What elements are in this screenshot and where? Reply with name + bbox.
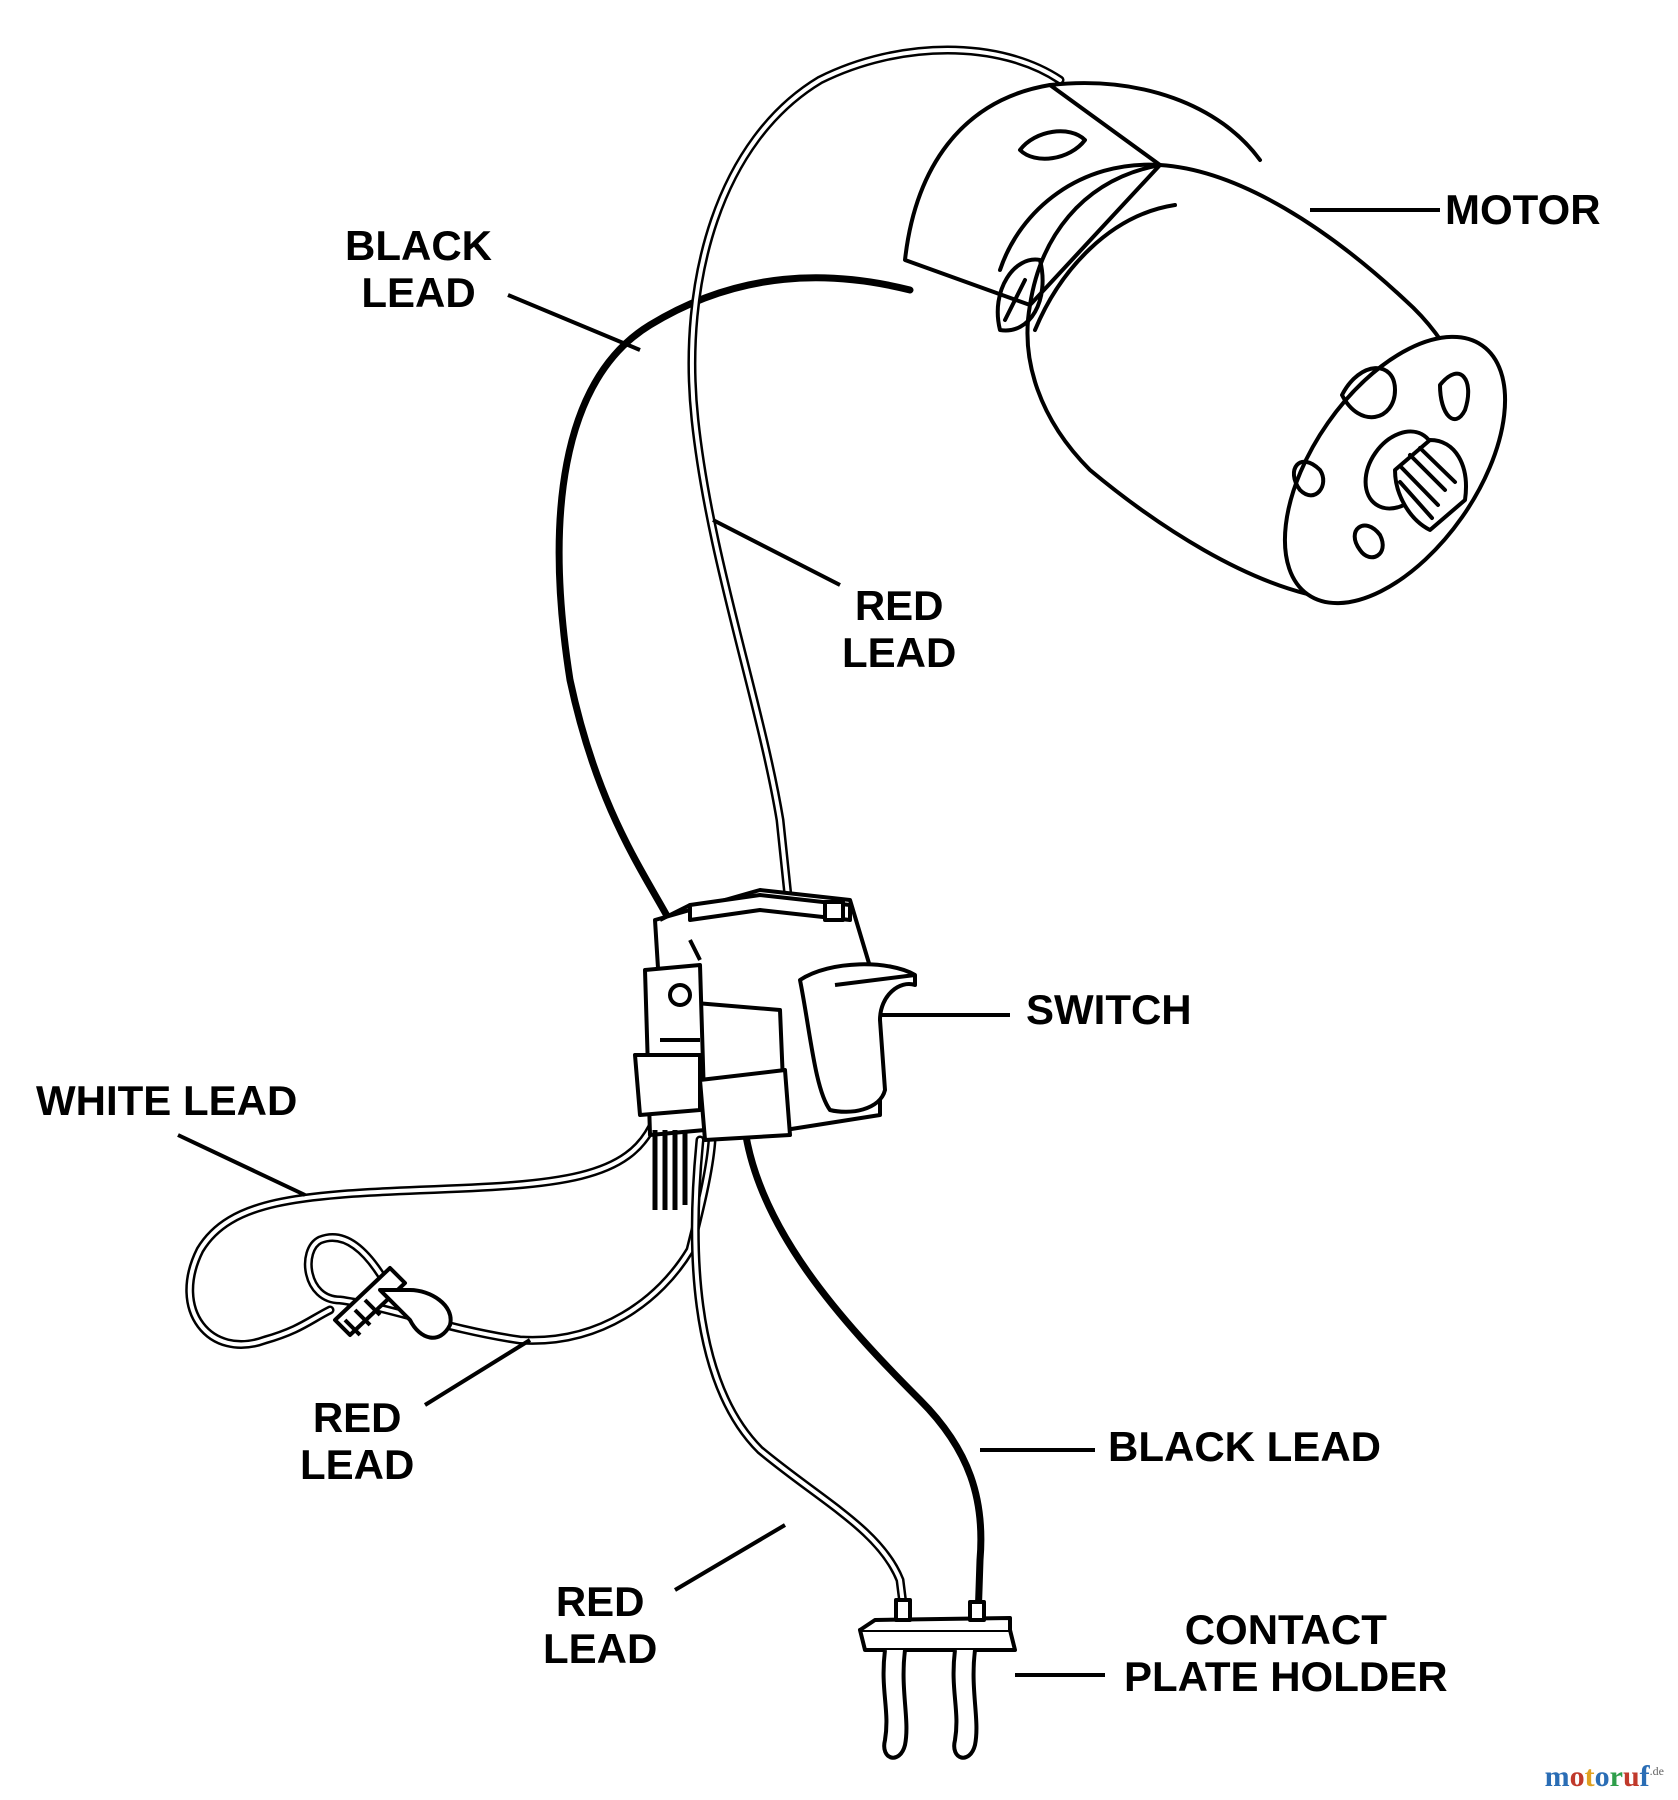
motor <box>903 81 1508 606</box>
switch-label: SWITCH <box>1026 986 1192 1033</box>
motor-label: MOTOR <box>1445 186 1601 233</box>
label-line: LEAD <box>361 269 476 316</box>
watermark-letter: r <box>1609 1760 1623 1793</box>
watermark-letter: t <box>1584 1760 1595 1793</box>
watermark-letter: f <box>1639 1760 1650 1793</box>
label-line: PLATE HOLDER <box>1124 1653 1448 1700</box>
red-lead-wire-bottom <box>690 1135 910 1625</box>
watermark-suffix: .de <box>1649 1764 1664 1778</box>
lamp <box>333 1266 453 1340</box>
contact-plate-holder <box>858 1598 1017 1760</box>
watermark-letter: o <box>1569 1760 1585 1793</box>
white-lead-leader <box>177 1133 306 1197</box>
red-lead-left-leader <box>423 1338 532 1407</box>
white-lead-label: WHITE LEAD <box>36 1077 298 1124</box>
label-line: RED <box>555 1578 645 1625</box>
red-lead-top-leader <box>712 518 841 587</box>
label-line: LEAD <box>543 1625 658 1672</box>
red-lead-left-label: RED LEAD <box>300 1394 414 1488</box>
label-line: LEAD <box>300 1441 415 1488</box>
watermark-letters: motoruf <box>1545 1760 1650 1793</box>
label-line: RED <box>312 1394 402 1441</box>
black-lead-top-label: BLACK LEAD <box>345 222 492 316</box>
label-line: RED <box>854 582 944 629</box>
red-lead-bottom-leader <box>673 1523 787 1592</box>
leader-lines <box>177 208 1440 1677</box>
label-line: BLACK <box>345 222 492 269</box>
watermark-letter: o <box>1594 1760 1610 1793</box>
wires <box>185 45 1065 1625</box>
black-lead-wire-top <box>555 274 914 944</box>
switch <box>633 888 917 1210</box>
red-lead-top-label: RED LEAD <box>842 582 956 676</box>
contact-plate-holder-label: CONTACT PLATE HOLDER <box>1124 1606 1448 1700</box>
motoruf-watermark: motoruf.de <box>1545 1760 1664 1794</box>
black-lead-wire-bottom <box>741 1126 985 1624</box>
watermark-letter: u <box>1622 1760 1640 1793</box>
watermark-letter: m <box>1544 1760 1570 1793</box>
label-line: CONTACT <box>1184 1606 1387 1653</box>
label-line: LEAD <box>842 629 957 676</box>
red-lead-bottom-label: RED LEAD <box>543 1578 657 1672</box>
black-lead-top-leader <box>507 293 641 352</box>
black-lead-bottom-label: BLACK LEAD <box>1108 1423 1381 1470</box>
